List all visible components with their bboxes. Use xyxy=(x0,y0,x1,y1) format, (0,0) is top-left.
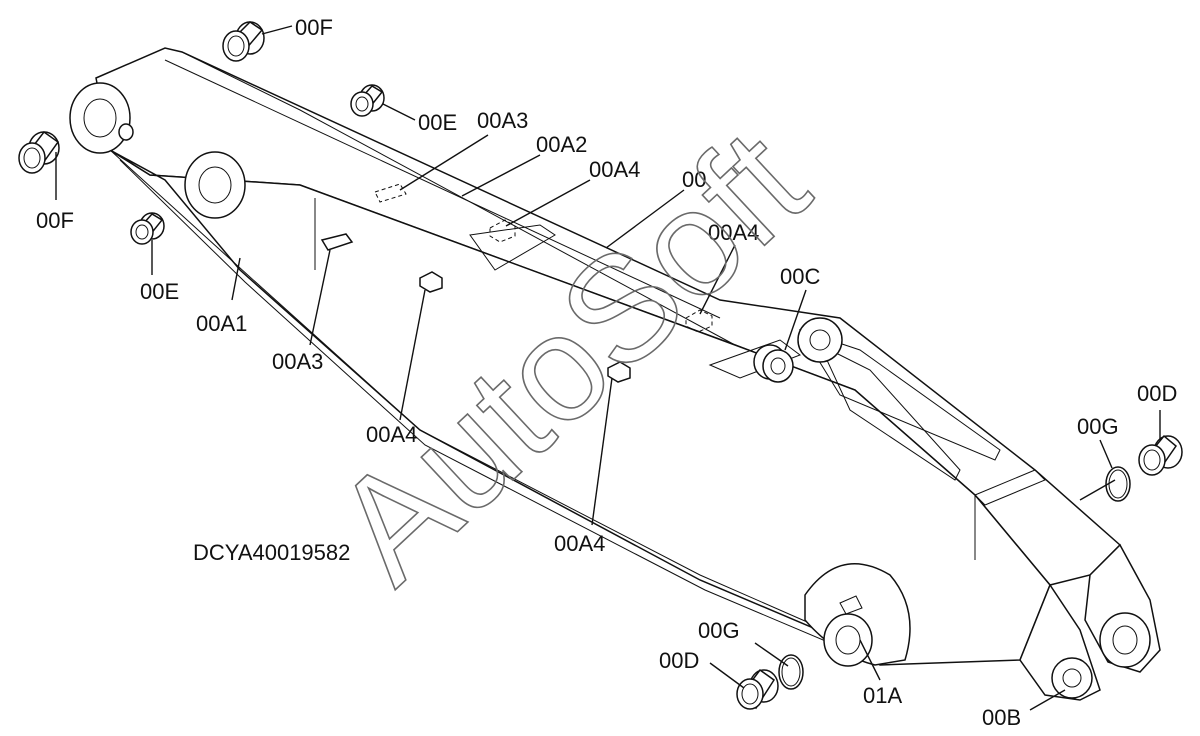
bushing-00E-top xyxy=(350,84,385,117)
label-00A4-top: 00A4 xyxy=(589,157,640,182)
pad-00A4 xyxy=(419,271,443,293)
label-00D-right: 00D xyxy=(1137,381,1177,406)
label-00D-bottom: 00D xyxy=(659,648,699,673)
label-00A2: 00A2 xyxy=(536,132,587,157)
label-00F-top: 00F xyxy=(295,15,333,40)
arm-cylinder-boss xyxy=(797,317,843,363)
bushing-00D-bottom xyxy=(736,668,779,710)
boom-rib xyxy=(974,469,1046,506)
arm-cylinder-bore xyxy=(809,329,831,351)
label-00B: 00B xyxy=(982,705,1021,730)
boom-assembly xyxy=(69,47,1161,701)
boom-edge-line xyxy=(109,149,831,633)
cylinder-bracket-gusset xyxy=(818,343,961,481)
boom-foot-boss xyxy=(69,82,131,154)
leader-lines xyxy=(55,25,1161,711)
label-00: 00 xyxy=(682,167,706,192)
pad-00A4-hidden xyxy=(685,309,713,333)
pad-00A3-hidden xyxy=(374,183,407,203)
callout-labels: 00F 00F 00E 00E 00A3 00A2 00A4 00 00A4 0… xyxy=(36,15,1177,730)
cylinder-pin-bore xyxy=(198,166,232,204)
pad-00A4 xyxy=(607,361,631,383)
label-00A3-top: 00A3 xyxy=(477,108,528,133)
arm-end-bore xyxy=(1112,625,1138,655)
bushing-00F-left xyxy=(18,130,60,174)
pad-00A3 xyxy=(320,233,354,251)
arm-end-boss xyxy=(1099,612,1151,668)
label-00G-bottom: 00G xyxy=(698,618,740,643)
bushing-00C xyxy=(753,344,794,383)
boom-edge-line xyxy=(181,51,736,346)
label-00A4-low: 00A4 xyxy=(366,422,417,447)
boom-edge-line xyxy=(164,59,721,319)
label-00A4-bottom: 00A4 xyxy=(554,531,605,556)
grease-fitting xyxy=(839,595,863,615)
seal-00G-right xyxy=(1105,466,1131,502)
top-plate-slot xyxy=(708,339,802,379)
label-01A: 01A xyxy=(863,683,902,708)
bushing-00E-left xyxy=(130,212,165,245)
label-00F-left: 00F xyxy=(36,208,74,233)
arm-end-boss xyxy=(1051,657,1093,699)
boom-cylinder-boss xyxy=(823,613,873,667)
label-00E-left: 00E xyxy=(140,279,179,304)
seal-00G-bottom xyxy=(778,654,804,690)
label-00A3-low: 00A3 xyxy=(272,349,323,374)
label-00G-right: 00G xyxy=(1077,414,1119,439)
bushing-00D-right xyxy=(1138,434,1183,476)
cylinder-bracket-gusset xyxy=(798,329,1001,461)
boom-edge-line xyxy=(119,159,836,646)
boom-foot-lug xyxy=(118,123,134,141)
cylinder-pin-boss xyxy=(184,151,246,219)
drawing-code: DCYA40019582 xyxy=(193,540,350,565)
bushing-00F-top xyxy=(222,21,265,62)
label-00A1: 00A1 xyxy=(196,311,247,336)
boom-foot-bore xyxy=(83,98,117,138)
loose-parts xyxy=(18,21,1183,710)
label-00E-top: 00E xyxy=(418,110,457,135)
label-00A4-right: 00A4 xyxy=(708,220,759,245)
arm-end-bore xyxy=(1062,668,1082,688)
top-plate-slot xyxy=(469,224,556,271)
pad-00A4-hidden xyxy=(489,219,516,243)
seal-00G-bottom-inner xyxy=(781,657,801,687)
label-00C: 00C xyxy=(780,264,820,289)
